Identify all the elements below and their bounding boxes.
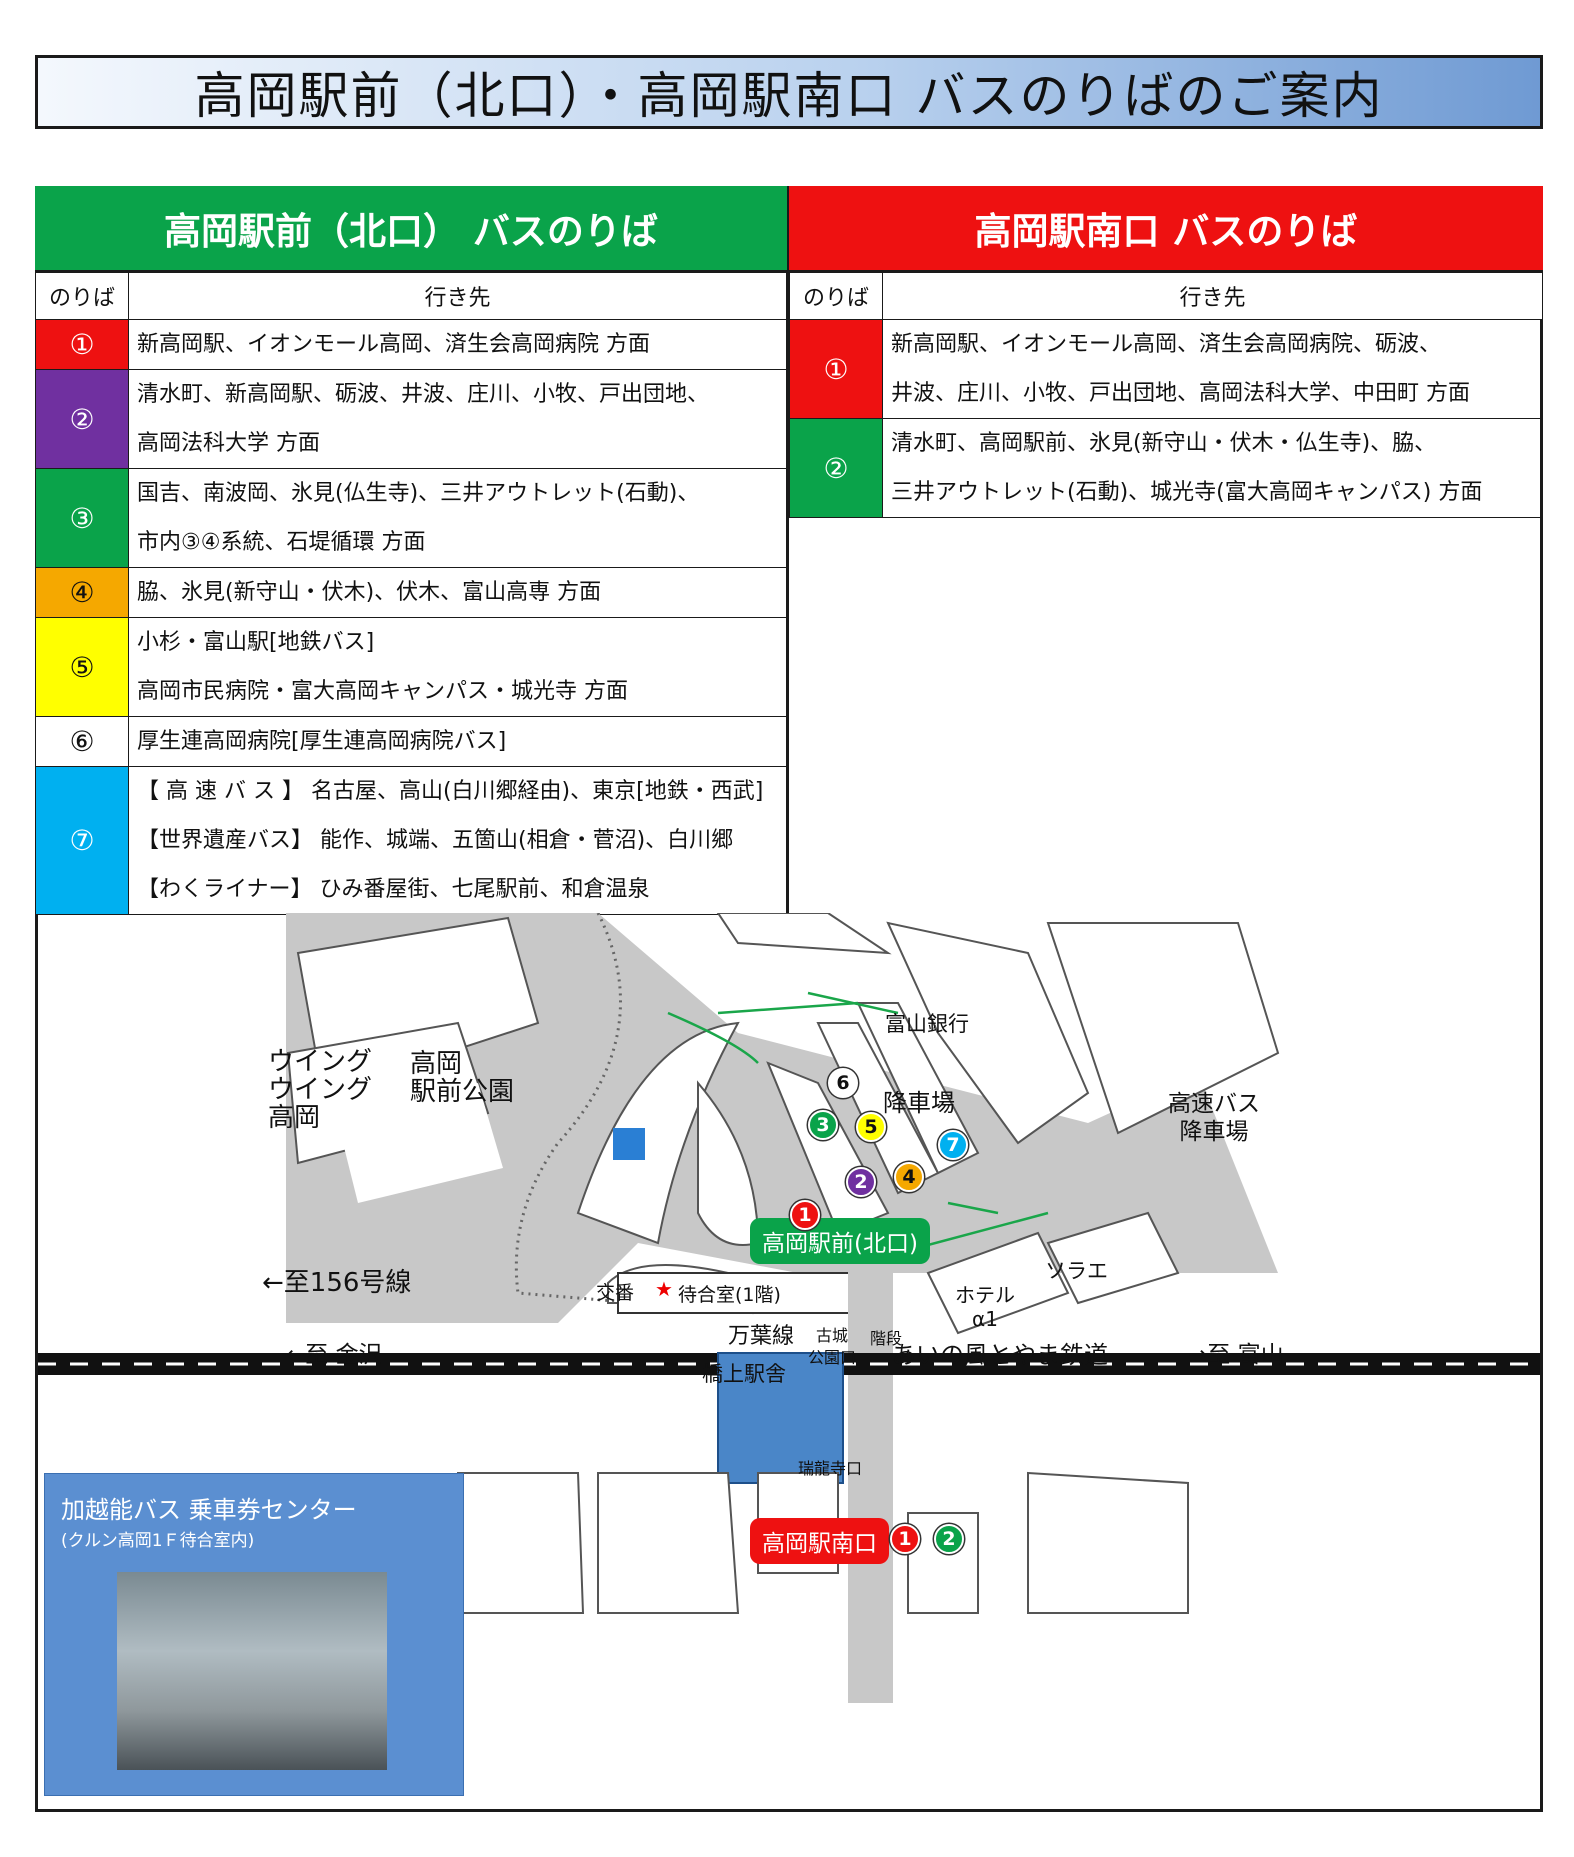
route-156-label: ←至156号線 (262, 1268, 412, 1298)
north-stop-marker-2: 2 (846, 1167, 876, 1197)
title-banner: 高岡駅前（北口）・高岡駅南口 バスのりばのご案内 (35, 55, 1543, 129)
kyobashi-label: 橋上駅舎 (702, 1362, 786, 1386)
col-stop-header: のりば (35, 272, 129, 320)
to-kanazawa-label: ←至 金沢 (286, 1342, 382, 1368)
north-stop-marker-4: 4 (894, 1162, 924, 1192)
sorae-label: ソラエ (1045, 1259, 1108, 1283)
destination-cell: 新高岡駅、イオンモール高岡、済生会高岡病院 方面 (128, 319, 787, 370)
destination-line: 厚生連高岡病院[厚生連高岡病院バス] (137, 729, 507, 754)
hwy-drop-off-label: 高速バス 降車場 (1168, 1091, 1260, 1145)
destination-cell: 小杉・富山駅[地鉄バス] 高岡市民病院・富大高岡キャンパス・城光寺 方面 (128, 617, 787, 717)
south-stop-marker-2: 2 (934, 1524, 964, 1554)
ticket-center-title: 加越能バス 乗車券センター (61, 1496, 357, 1524)
toyama-bank-label: 富山銀行 (885, 1012, 969, 1036)
stop-number: ⑤ (35, 617, 129, 717)
destination-line: 【わくライナー】 ひみ番屋街、七尾駅前、和倉温泉 (137, 877, 650, 902)
destination-line: 【世界遺産バス】 能作、城端、五箇山(相倉・菅沼)、白川郷 (137, 828, 734, 853)
stop-number: ② (35, 369, 129, 469)
north-heading: 高岡駅前（北口） バスのりば (35, 186, 787, 272)
kojo-exit-label: 古城 公園口 (808, 1326, 857, 1367)
stop-number: ① (35, 319, 129, 370)
stop-number: ③ (35, 468, 129, 568)
destination-cell: 新高岡駅、イオンモール高岡、済生会高岡病院、砺波、井波、庄川、小牧、戸出団地、高… (882, 319, 1543, 419)
parking-label: P (618, 1182, 636, 1210)
drop-off-label: 降車場 (883, 1089, 955, 1117)
table-row: ① 新高岡駅、イオンモール高岡、済生会高岡病院 方面 (35, 319, 787, 370)
destination-line: 高岡法科大学 方面 (137, 431, 320, 456)
destination-cell: 清水町、新高岡駅、砺波、井波、庄川、小牧、戸出団地、高岡法科大学 方面 (128, 369, 787, 469)
stairs-label: 階段 (870, 1329, 903, 1348)
destination-line: 高岡市民病院・富大高岡キャンパス・城光寺 方面 (137, 679, 628, 704)
table-row: ⑥ 厚生連高岡病院[厚生連高岡病院バス] (35, 716, 787, 767)
north-exit-label: 高岡駅前(北口) (750, 1218, 930, 1264)
ainokaze-label: あいの風とやま鉄道 (892, 1341, 1108, 1369)
table-row: ⑤ 小杉・富山駅[地鉄バス] 高岡市民病院・富大高岡キャンパス・城光寺 方面 (35, 617, 787, 717)
destination-line: 清水町、新高岡駅、砺波、井波、庄川、小牧、戸出団地、 (137, 382, 710, 407)
zuiryuji-exit-label: 瑞龍寺口 (798, 1459, 863, 1478)
wing-wing-label: ウイング ウイング 高岡 (268, 1047, 373, 1133)
destination-line: 国吉、南波岡、氷見(仏生寺)、三井アウトレット(石動)、 (137, 481, 700, 506)
stop-number: ② (789, 418, 883, 518)
ticket-center-callout: 加越能バス 乗車券センター (クルン高岡1Ｆ待合室内) (44, 1473, 464, 1796)
destination-line: 井波、庄川、小牧、戸出団地、高岡法科大学、中田町 方面 (891, 381, 1470, 406)
destination-line: 三井アウトレット(石動)、城光寺(富大高岡キャンパス) 方面 (891, 480, 1483, 505)
destination-cell: 国吉、南波岡、氷見(仏生寺)、三井アウトレット(石動)、市内③④系統、石堤循環 … (128, 468, 787, 568)
waiting-room-label: 待合室(1階) (678, 1284, 781, 1306)
north-stop-marker-7: 7 (938, 1130, 968, 1160)
to-toyama-label: →至 富山 (1188, 1342, 1284, 1368)
south-heading: 高岡駅南口 バスのりば (789, 186, 1543, 272)
col-dest-header: 行き先 (128, 272, 787, 320)
star-icon: ★ (655, 1277, 673, 1301)
north-panel: 高岡駅前（北口） バスのりば のりば 行き先 ① 新高岡駅、イオンモール高岡、済生… (35, 186, 789, 915)
destination-line: 【 高 速 バ ス 】 名古屋、高山(白川郷経由)、東京[地鉄・西武] (137, 779, 764, 804)
destination-cell: 脇、氷見(新守山・伏木)、伏木、富山高専 方面 (128, 567, 787, 618)
destination-cell: 厚生連高岡病院[厚生連高岡病院バス] (128, 716, 787, 767)
col-stop-header: のりば (789, 272, 883, 320)
ticket-center-photo (117, 1572, 387, 1770)
page-title: 高岡駅前（北口）・高岡駅南口 バスのりばのご案内 (194, 67, 1384, 125)
north-stop-marker-6: 6 (828, 1068, 858, 1098)
station-map (38, 913, 1540, 1703)
stop-number: ⑦ (35, 766, 129, 915)
stop-number: ⑥ (35, 716, 129, 767)
destination-line: 新高岡駅、イオンモール高岡、済生会高岡病院 方面 (137, 332, 650, 357)
north-stop-marker-5: 5 (856, 1112, 886, 1142)
stop-number: ① (789, 319, 883, 419)
destination-line: 新高岡駅、イオンモール高岡、済生会高岡病院、砺波、 (891, 332, 1442, 357)
stop-number: ④ (35, 567, 129, 618)
destination-line: 清水町、高岡駅前、氷見(新守山・伏木・仏生寺)、脇、 (891, 431, 1437, 456)
destination-cell: 【 高 速 バ ス 】 名古屋、高山(白川郷経由)、東京[地鉄・西武] 【世界遺産… (128, 766, 787, 915)
north-stop-marker-3: 3 (808, 1110, 838, 1140)
destination-line: 市内③④系統、石堤循環 方面 (137, 530, 426, 555)
destination-line: 脇、氷見(新守山・伏木)、伏木、富山高専 方面 (137, 580, 602, 605)
south-stop-marker-1: 1 (890, 1524, 920, 1554)
park-label: 高岡 駅前公園 (410, 1049, 515, 1107)
ticket-center-sub: (クルン高岡1Ｆ待合室内) (61, 1531, 255, 1551)
table-row: ④ 脇、氷見(新守山・伏木)、伏木、富山高専 方面 (35, 567, 787, 618)
table-row: ⑦ 【 高 速 バ ス 】 名古屋、高山(白川郷経由)、東京[地鉄・西武] 【世界遺… (35, 766, 787, 915)
manyo-line-label: 万葉線 (728, 1324, 795, 1349)
hotel-label: ホテル α1 (955, 1283, 1015, 1331)
destination-line: 小杉・富山駅[地鉄バス] (137, 630, 375, 655)
south-exit-label: 高岡駅南口 (750, 1518, 889, 1564)
koban-label: 交番 (596, 1282, 635, 1304)
north-stop-marker-1: 1 (790, 1200, 820, 1230)
destination-cell: 清水町、高岡駅前、氷見(新守山・伏木・仏生寺)、脇、三井アウトレット(石動)、城… (882, 418, 1543, 518)
col-dest-header: 行き先 (882, 272, 1543, 320)
